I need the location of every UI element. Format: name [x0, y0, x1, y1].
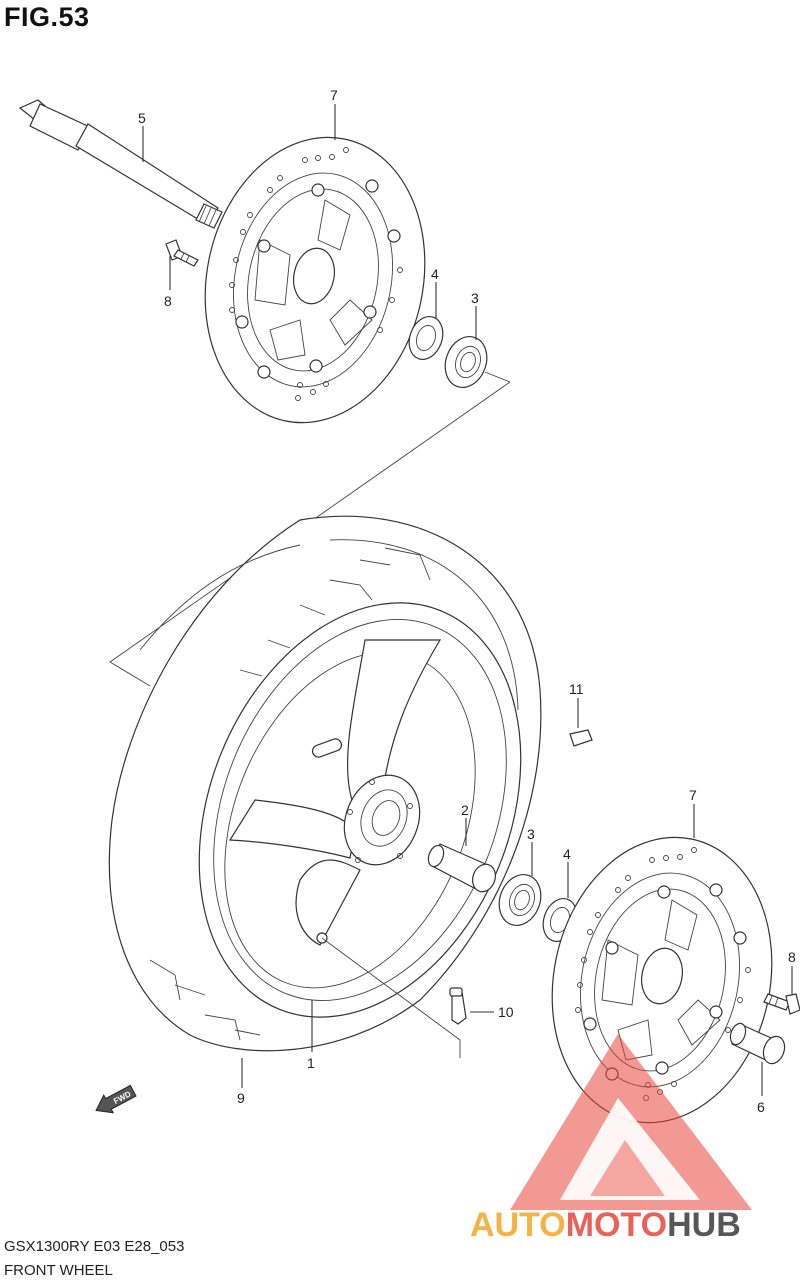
model-code-caption: GSX1300RY E03 E28_053	[4, 1238, 185, 1255]
callout-9: 9	[237, 1090, 245, 1106]
wheel-rim-part	[198, 602, 522, 1058]
automotohub-watermark-logo: AUTOMOTOHUB	[470, 1034, 752, 1244]
disc-bolt-bottom-part	[763, 993, 800, 1015]
callout-leader-lines	[142, 104, 793, 1096]
balance-weight-part	[569, 729, 593, 747]
callout-7-top: 7	[330, 87, 338, 103]
callout-2: 2	[461, 802, 469, 818]
front-axle-part	[18, 99, 223, 229]
assembly-reference-lines	[109, 371, 511, 687]
collar-part	[729, 1022, 786, 1065]
callout-3-top: 3	[471, 290, 479, 306]
spacer-part	[427, 843, 496, 893]
watermark-word-moto: MOTO	[566, 1206, 667, 1244]
callout-4-bottom: 4	[563, 846, 571, 862]
callout-11: 11	[569, 681, 584, 697]
callout-8-bottom: 8	[788, 949, 796, 965]
bearing-bottom-part	[498, 874, 542, 926]
dust-seal-top-part	[408, 316, 444, 360]
brake-disc-top-part	[204, 136, 426, 424]
callout-3-bottom: 3	[527, 826, 535, 842]
callout-7-bottom: 7	[689, 787, 697, 803]
watermark-triangle-core	[590, 1140, 665, 1196]
disc-bolt-top-part	[165, 239, 199, 267]
bearing-top-part	[444, 336, 488, 388]
watermark-wordmark: AUTOMOTOHUB	[470, 1206, 741, 1244]
callout-5: 5	[138, 110, 146, 126]
callout-10: 10	[498, 1004, 514, 1020]
tire-valve-part	[449, 987, 467, 1025]
section-name-caption: FRONT WHEEL	[4, 1262, 113, 1279]
watermark-word-auto: AUTO	[470, 1206, 566, 1244]
fwd-direction-arrow: FWD	[95, 1084, 137, 1114]
watermark-word-hub: HUB	[667, 1206, 741, 1244]
callout-6: 6	[757, 1099, 765, 1115]
callout-4-top: 4	[431, 266, 439, 282]
watermark-triangle-inner	[560, 1098, 700, 1200]
figure-title: FIG.53	[4, 2, 90, 32]
callout-8-top: 8	[164, 293, 172, 309]
callout-1: 1	[307, 1055, 315, 1071]
